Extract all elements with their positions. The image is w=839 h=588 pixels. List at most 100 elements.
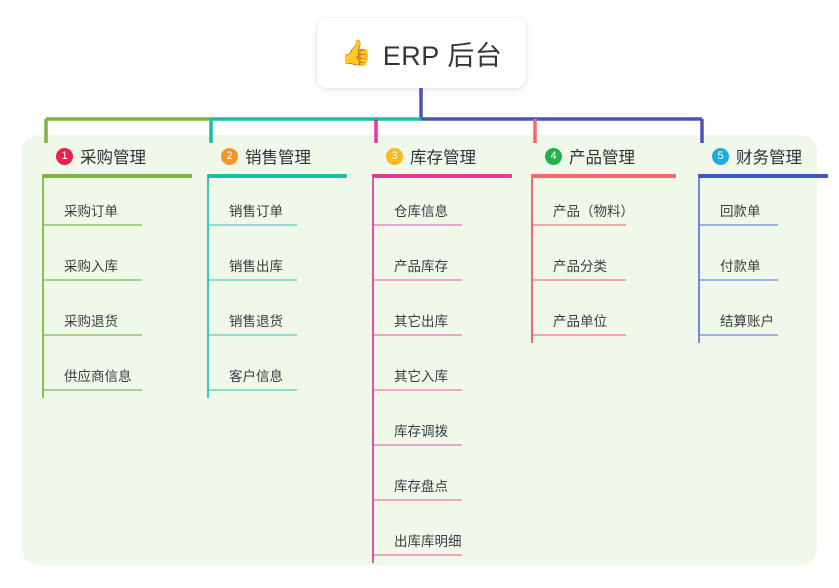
- child-item[interactable]: 回款单: [698, 178, 828, 233]
- child-item[interactable]: 出库库明细: [372, 508, 512, 563]
- child-item[interactable]: 库存调拨: [372, 398, 512, 453]
- child-label: 产品分类: [553, 259, 607, 274]
- branch-underline-3: [372, 174, 512, 178]
- branch-children-3: 仓库信息产品库存其它出库其它入库库存调拨库存盘点出库库明细: [372, 178, 512, 563]
- child-item[interactable]: 产品单位: [531, 288, 676, 343]
- child-label: 仓库信息: [394, 204, 448, 219]
- branch-children-5: 回款单付款单结算账户: [698, 178, 828, 343]
- child-stem: [372, 453, 374, 508]
- child-label: 结算账户: [720, 314, 774, 329]
- child-stem: [698, 178, 700, 233]
- child-item[interactable]: 产品库存: [372, 233, 512, 288]
- child-item[interactable]: 付款单: [698, 233, 828, 288]
- child-underline: [209, 334, 297, 336]
- branch-header-5[interactable]: 5 财务管理: [698, 143, 828, 169]
- child-item[interactable]: 产品（物料）: [531, 178, 676, 233]
- branch-5[interactable]: 5 财务管理回款单付款单结算账户: [698, 143, 828, 343]
- child-underline: [374, 554, 462, 556]
- child-item[interactable]: 客户信息: [207, 343, 347, 398]
- branches-background-panel: [22, 135, 817, 565]
- branch-badge-5: 5: [712, 147, 729, 165]
- child-stem: [42, 288, 44, 343]
- child-underline: [44, 334, 142, 336]
- child-label: 其它出库: [394, 314, 448, 329]
- branch-title-3: 库存管理: [410, 149, 476, 167]
- child-underline: [533, 224, 626, 226]
- child-underline: [700, 334, 778, 336]
- child-label: 库存盘点: [394, 479, 448, 494]
- thumbs-up-icon: 👍: [340, 38, 372, 67]
- child-stem: [698, 233, 700, 288]
- child-item[interactable]: 销售出库: [207, 233, 347, 288]
- branch-1[interactable]: 1 采购管理采购订单采购入库采购退货供应商信息: [42, 143, 192, 398]
- child-underline: [209, 224, 297, 226]
- child-item[interactable]: 采购退货: [42, 288, 192, 343]
- child-item[interactable]: 结算账户: [698, 288, 828, 343]
- root-title: ERP 后台: [382, 40, 503, 71]
- child-item[interactable]: 其它出库: [372, 288, 512, 343]
- child-stem: [372, 233, 374, 288]
- child-stem: [42, 178, 44, 233]
- child-stem: [207, 178, 209, 233]
- branch-2[interactable]: 2 销售管理销售订单销售出库销售退货客户信息: [207, 143, 347, 398]
- branch-title-1: 采购管理: [80, 149, 146, 167]
- child-underline: [700, 279, 778, 281]
- branch-header-3[interactable]: 3 库存管理: [372, 143, 512, 169]
- child-underline: [374, 334, 462, 336]
- child-underline: [44, 224, 142, 226]
- child-label: 库存调拨: [394, 424, 448, 439]
- child-label: 付款单: [720, 259, 761, 274]
- child-underline: [209, 389, 297, 391]
- branch-children-2: 销售订单销售出库销售退货客户信息: [207, 178, 347, 398]
- child-underline: [533, 279, 626, 281]
- child-item[interactable]: 采购入库: [42, 233, 192, 288]
- branch-header-2[interactable]: 2 销售管理: [207, 143, 347, 169]
- child-stem: [207, 233, 209, 288]
- child-item[interactable]: 供应商信息: [42, 343, 192, 398]
- child-item[interactable]: 库存盘点: [372, 453, 512, 508]
- child-stem: [372, 343, 374, 398]
- child-underline: [44, 279, 142, 281]
- branch-title-2: 销售管理: [245, 149, 311, 167]
- child-label: 采购订单: [64, 204, 118, 219]
- child-stem: [372, 178, 374, 233]
- child-label: 产品单位: [553, 314, 607, 329]
- child-label: 其它入库: [394, 369, 448, 384]
- root-node[interactable]: 👍 ERP 后台: [317, 18, 526, 88]
- branch-3[interactable]: 3 库存管理仓库信息产品库存其它出库其它入库库存调拨库存盘点出库库明细: [372, 143, 512, 563]
- child-item[interactable]: 采购订单: [42, 178, 192, 233]
- child-label: 客户信息: [229, 369, 283, 384]
- child-stem: [42, 343, 44, 398]
- branch-badge-3: 3: [386, 147, 403, 165]
- branch-badge-2: 2: [221, 147, 238, 165]
- branch-badge-1: 1: [56, 147, 73, 165]
- child-item[interactable]: 销售退货: [207, 288, 347, 343]
- child-underline: [374, 499, 462, 501]
- child-stem: [698, 288, 700, 343]
- child-stem: [372, 398, 374, 453]
- child-item[interactable]: 产品分类: [531, 233, 676, 288]
- child-label: 采购入库: [64, 259, 118, 274]
- branch-underline-1: [42, 174, 192, 178]
- child-label: 供应商信息: [64, 369, 132, 384]
- child-item[interactable]: 销售订单: [207, 178, 347, 233]
- child-label: 销售退货: [229, 314, 283, 329]
- child-underline: [374, 224, 462, 226]
- branch-header-1[interactable]: 1 采购管理: [42, 143, 192, 169]
- child-underline: [374, 279, 462, 281]
- branch-title-5: 财务管理: [736, 149, 802, 167]
- child-underline: [700, 224, 778, 226]
- child-label: 出库库明细: [394, 534, 462, 549]
- child-item[interactable]: 仓库信息: [372, 178, 512, 233]
- child-stem: [372, 508, 374, 563]
- child-underline: [209, 279, 297, 281]
- child-label: 回款单: [720, 204, 761, 219]
- child-item[interactable]: 其它入库: [372, 343, 512, 398]
- child-label: 采购退货: [64, 314, 118, 329]
- child-stem: [531, 178, 533, 233]
- branch-badge-4: 4: [545, 147, 562, 165]
- branch-underline-5: [698, 174, 828, 178]
